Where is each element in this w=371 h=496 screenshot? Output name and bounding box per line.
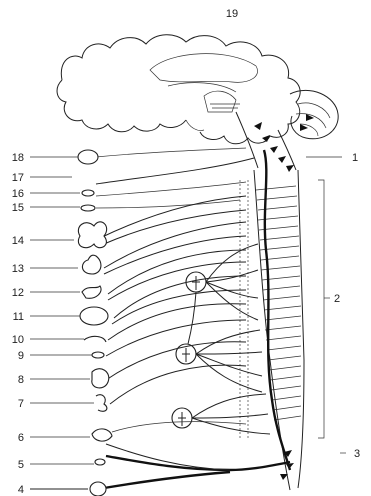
organ-9 bbox=[92, 352, 104, 358]
organ-8 bbox=[92, 369, 109, 388]
label-14: 14 bbox=[12, 235, 24, 247]
ganglion-lower bbox=[172, 408, 192, 428]
organ-12 bbox=[82, 286, 101, 298]
organ-15 bbox=[81, 205, 95, 211]
spinal-cord bbox=[240, 150, 304, 490]
label-3: 3 bbox=[354, 448, 360, 460]
ganglion-middle bbox=[176, 344, 196, 364]
organ-6 bbox=[92, 429, 112, 441]
label-9: 9 bbox=[18, 350, 24, 362]
label-1: 1 bbox=[352, 152, 358, 164]
label-7: 7 bbox=[18, 398, 24, 410]
organ-13 bbox=[82, 255, 101, 274]
organ-10 bbox=[84, 336, 106, 342]
right-brackets bbox=[306, 157, 346, 453]
label-6: 6 bbox=[18, 432, 24, 444]
organ-11 bbox=[80, 307, 108, 325]
label-15: 15 bbox=[12, 202, 24, 214]
label-11: 11 bbox=[13, 311, 24, 323]
organ-5 bbox=[95, 459, 105, 465]
brain-outline bbox=[57, 35, 300, 144]
organ-4 bbox=[90, 482, 106, 496]
label-18: 18 bbox=[12, 152, 24, 164]
cerebellum bbox=[290, 90, 338, 138]
organ-14 bbox=[78, 222, 106, 248]
label-5: 5 bbox=[18, 459, 24, 471]
label-8: 8 bbox=[18, 374, 24, 386]
right-labels: 1 2 3 bbox=[334, 152, 360, 460]
label-10: 10 bbox=[12, 334, 24, 346]
label-2: 2 bbox=[334, 293, 340, 305]
sympathetic-chain bbox=[256, 186, 301, 420]
left-labels: 18 17 16 15 14 13 12 11 10 9 8 7 6 5 4 bbox=[12, 152, 24, 496]
label-13: 13 bbox=[12, 263, 24, 275]
organ-18 bbox=[78, 150, 98, 164]
organ-16 bbox=[82, 190, 94, 196]
label-16: 16 bbox=[12, 188, 24, 200]
label-17: 17 bbox=[12, 172, 24, 184]
label-4: 4 bbox=[18, 484, 24, 496]
organ-7 bbox=[96, 395, 107, 412]
label-12: 12 bbox=[12, 287, 24, 299]
figure-number: 19 bbox=[226, 8, 238, 20]
